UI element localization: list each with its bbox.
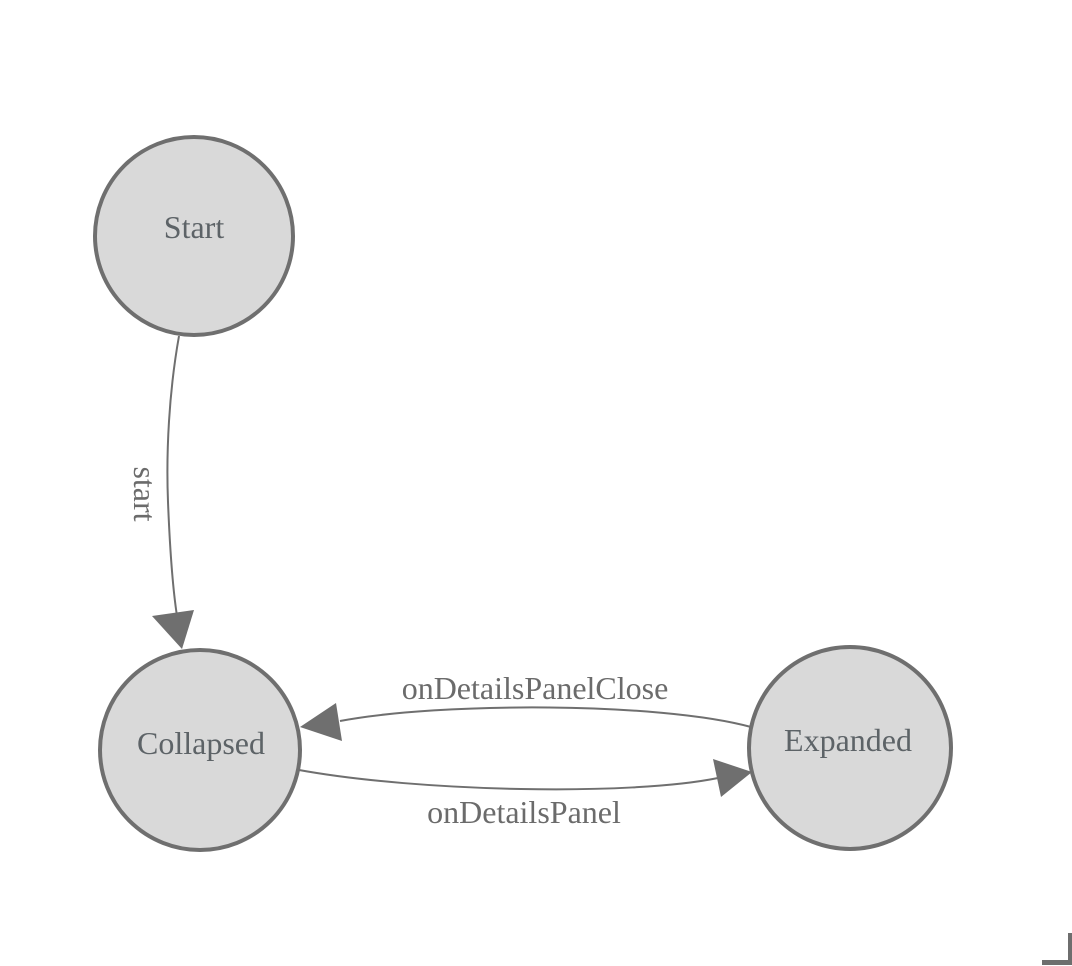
start-node-label: Start bbox=[164, 209, 225, 245]
resize-corner-vertical-bar bbox=[1068, 933, 1072, 964]
expanded-node-circle bbox=[747, 645, 953, 851]
edge-start-label: start bbox=[127, 466, 163, 521]
expanded-node-label: Expanded bbox=[784, 722, 912, 758]
edge-start: start bbox=[127, 335, 194, 649]
edge-ondetailspanel-path bbox=[298, 769, 719, 791]
edge-ondetailspanel-label: onDetailsPanel bbox=[427, 794, 621, 830]
edge-ondetailspanelclose-arrowhead-icon bbox=[300, 703, 342, 741]
edge-ondetailspanel-arrowhead-icon bbox=[713, 759, 752, 797]
resize-corner-handle[interactable] bbox=[1042, 933, 1072, 965]
resize-corner-horizontal-bar bbox=[1042, 960, 1072, 965]
edge-ondetailspanel: onDetailsPanel bbox=[298, 759, 752, 830]
state-node-collapsed: Collapsed bbox=[98, 648, 302, 852]
collapsed-node-circle bbox=[98, 648, 302, 852]
edge-start-arrowhead-icon bbox=[152, 610, 194, 649]
edge-ondetailspanelclose-path bbox=[339, 706, 752, 728]
start-node-circle bbox=[93, 135, 295, 337]
collapsed-node-label: Collapsed bbox=[137, 725, 265, 761]
edge-ondetailspanelclose: onDetailsPanelClose bbox=[300, 670, 752, 741]
state-node-expanded: Expanded bbox=[747, 645, 953, 851]
edge-start-path bbox=[166, 335, 180, 617]
state-node-start: Start bbox=[93, 135, 295, 337]
edge-ondetailspanelclose-label: onDetailsPanelClose bbox=[402, 670, 669, 706]
